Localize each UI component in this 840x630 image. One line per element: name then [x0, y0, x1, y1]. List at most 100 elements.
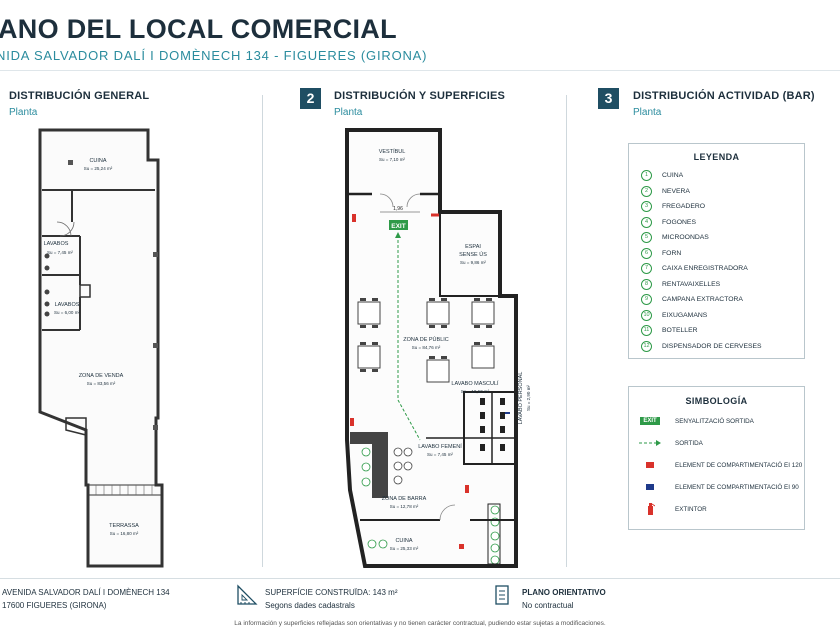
section-1-title: DISTRIBUCIÓN GENERAL: [9, 90, 150, 102]
legend-number: 5: [641, 232, 652, 244]
room-area: Su = 6,00 m²: [54, 310, 80, 315]
legend-title: LEYENDA: [693, 152, 740, 162]
door-arc: [56, 221, 72, 237]
room-area: Su = 83,56 m²: [87, 381, 116, 386]
chairs: [360, 298, 492, 372]
tables: [357, 301, 495, 383]
kitchen-counter: [487, 503, 501, 565]
room-label: ZONA DE PÚBLIC: [403, 336, 449, 343]
column-divider: [262, 95, 263, 567]
section-2-number: 2: [300, 88, 321, 109]
room-label: LAVABO PERSONAL: [518, 372, 524, 425]
section-2-title: DISTRIBUCIÓN Y SUPERFICIES: [334, 90, 506, 102]
section-3-subtitle: Planta: [633, 107, 662, 118]
room-label: ZONA DE VENDA: [79, 373, 124, 379]
room-area: Su = 7,10 m²: [379, 157, 405, 162]
compartment-ei120: [459, 544, 464, 549]
footer-disclaimer: La información y superficies reflejadas …: [234, 620, 606, 627]
legend-label: CUINA: [662, 172, 684, 180]
door-arc: [379, 193, 394, 208]
surface-value: 143 m²: [372, 588, 398, 597]
extinguisher-icon: [648, 503, 655, 515]
section-1-subtitle: Planta: [9, 107, 38, 118]
legend-number: 1: [641, 170, 652, 182]
symbology-item: ELEMENT DE COMPARTIMENTACIÓ EI 120: [633, 454, 804, 476]
room-area: Su = 9,86 m²: [460, 260, 486, 265]
room-area: Su = 2,90 m²: [526, 385, 531, 411]
legend-number: 9: [641, 294, 652, 306]
legend-number: 4: [641, 216, 652, 228]
symbology-label: ELEMENT DE COMPARTIMENTACIÓ EI 90: [675, 483, 799, 491]
footer-address-line2: 17600 FIGUERES (GIRONA): [2, 601, 107, 610]
room-label: ZONA DE BARRA: [382, 496, 427, 502]
footer-divider: [0, 578, 840, 579]
legend-number: 7: [641, 263, 652, 275]
room-area: Su = 7,45 m²: [427, 452, 453, 457]
compartment-ei90: [505, 412, 510, 414]
dimension-value: 1,96: [393, 206, 403, 212]
legend-number: 2: [641, 185, 652, 197]
legend-item: 4 FOGONES: [641, 215, 804, 231]
bar-stools: [393, 447, 413, 485]
blue-square-icon: [646, 484, 654, 490]
legend-label: FREGADERO: [662, 203, 706, 211]
section-3-title: DISTRIBUCIÓN ACTIVIDAD (BAR): [633, 90, 815, 102]
room-label: LAVABO FEMENÍ: [418, 443, 462, 450]
legend-number: 6: [641, 247, 652, 259]
symbology-label: EXTINTOR: [675, 505, 707, 513]
terrace-hatch: [95, 485, 153, 495]
exit-route-arrow: [395, 232, 401, 238]
toilet-fixtures: [480, 398, 505, 451]
room-area: Su = 16,80 m²: [110, 531, 139, 536]
column-divider: [566, 95, 567, 567]
symbology-label: SENYALITZACIÓ SORTIDA: [675, 417, 754, 425]
symbology-list: EXIT SENYALITZACIÓ SORTIDA SORTIDA ELEME…: [629, 410, 804, 520]
legend-label: RENTAVAIXELLES: [662, 280, 721, 288]
footer-surface-note: Segons dades cadastrals: [265, 601, 355, 610]
legend-label: EIXUGAMANS: [662, 311, 708, 319]
symbology-item: ELEMENT DE COMPARTIMENTACIÓ EI 90: [633, 476, 804, 498]
entrance-step: [65, 417, 87, 436]
extinguisher-icon: [352, 214, 356, 222]
page-title: ANO DEL LOCAL COMERCIAL: [0, 14, 397, 44]
floor-plan-general: CUINA Su = 25,24 m² LAVABOS Su = 7,45 m²…: [38, 128, 164, 568]
wall-niche: [79, 284, 91, 298]
room-label: LAVABOS: [55, 302, 80, 308]
legend-label: CAIXA ENREGISTRADORA: [662, 265, 748, 273]
legend-label: DISPENSADOR DE CERVESES: [662, 342, 762, 350]
section-3-number: 3: [598, 88, 619, 109]
legend-number: 8: [641, 278, 652, 290]
room-area: Su = 84,76 m²: [412, 345, 441, 350]
legend-item: 8 RENTAVAIXELLES: [641, 277, 804, 293]
footer-plano-note: No contractual: [522, 601, 574, 610]
room-area: Su = 10,60 m²: [461, 389, 490, 394]
exit-sign-label: EXIT: [391, 223, 405, 230]
room-label: ESPAI: [465, 244, 481, 250]
page-subtitle: NIDA SALVADOR DALÍ I DOMÈNECH 134 - FIGU…: [0, 48, 428, 63]
legend-label: FOGONES: [662, 218, 696, 226]
room-area: Su = 12,78 m²: [390, 504, 419, 509]
door-arc: [439, 504, 456, 521]
room-area: Su = 25,33 m²: [390, 546, 419, 551]
legend-number: 12: [641, 340, 652, 352]
toilets-block: [463, 391, 517, 465]
door-arc: [406, 193, 421, 208]
legend-label: BOTELLER: [662, 327, 698, 335]
document-icon: [495, 585, 509, 605]
legend-number: 3: [641, 201, 652, 213]
exit-route: [397, 399, 421, 441]
exit-sign: [389, 220, 408, 230]
structural-columns: [68, 160, 158, 430]
symbology-label: SORTIDA: [675, 439, 703, 447]
room-label: LAVABOS: [44, 241, 69, 247]
room-label: SENSE ÚS: [459, 251, 487, 258]
room-area: Su = 25,24 m²: [84, 166, 113, 171]
plan1-outline: [38, 128, 164, 568]
